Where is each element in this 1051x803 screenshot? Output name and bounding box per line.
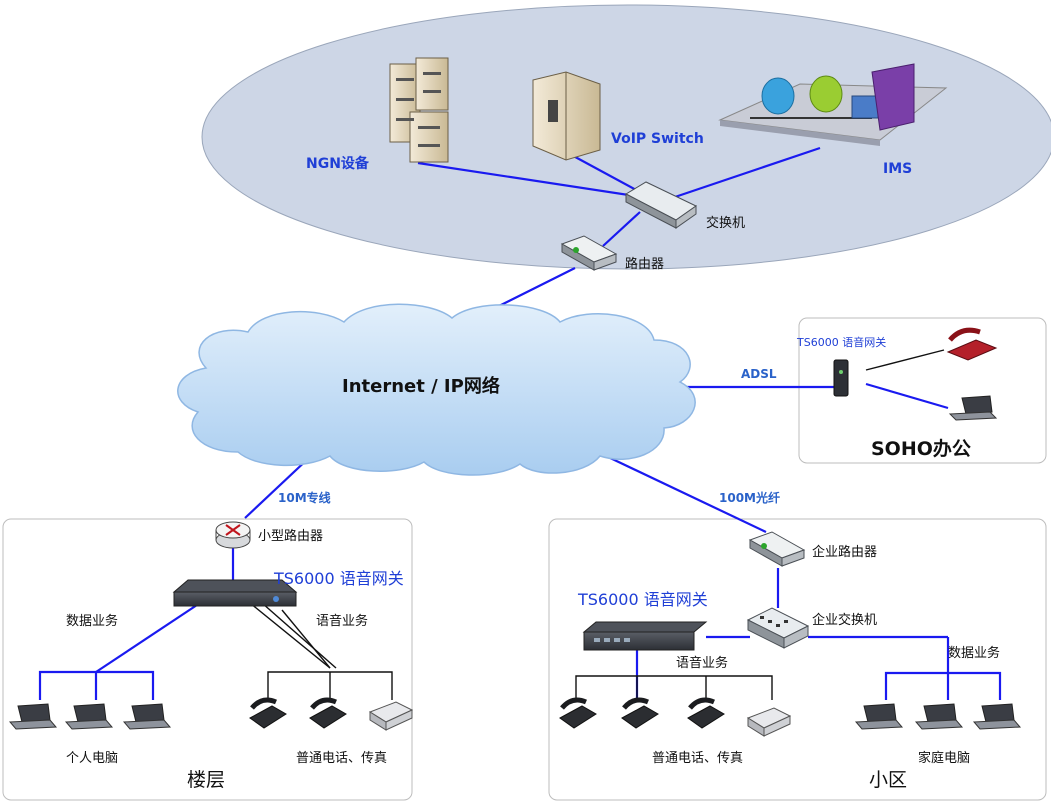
community-laptop-icon-2 — [914, 703, 964, 730]
soho-gateway-label: TS6000 语音网关 — [797, 336, 887, 349]
community-gateway-label: TS6000 语音网关 — [578, 590, 708, 609]
community-router-icon — [748, 531, 806, 567]
floor-laptop-icon-1 — [8, 703, 58, 730]
floor-frame — [2, 518, 413, 801]
floor-phone-label: 普通电话、传真 — [296, 751, 388, 766]
community-switch-label: 企业交换机 — [812, 613, 878, 628]
ims-platform-icon — [718, 63, 948, 146]
community-phone-icon-3 — [687, 697, 725, 729]
soho-phone-link — [865, 349, 945, 371]
community-switch-icon — [746, 607, 810, 649]
community-phone-icon-2 — [621, 697, 659, 729]
core-switch-label: 交换机 — [706, 216, 746, 231]
floor-voice-label: 语音业务 — [316, 614, 369, 629]
ims-db-green-icon — [809, 75, 843, 113]
community-phone-bus — [575, 675, 773, 700]
floor-voice-link-c — [281, 609, 331, 669]
internet-cloud — [177, 303, 696, 476]
cloud-label: Internet / IP网络 — [342, 376, 500, 397]
community-fax-icon — [746, 707, 792, 737]
floor-pc-label: 个人电脑 — [66, 751, 119, 766]
ims-monitor-icon — [851, 95, 879, 119]
community-pc-label: 家庭电脑 — [918, 751, 971, 766]
floor-data-label: 数据业务 — [66, 614, 119, 629]
floor-voice-link-b — [261, 602, 337, 669]
link-switch-router — [602, 211, 641, 247]
floor-link-label: 10M专线 — [278, 491, 331, 505]
link-cloud-community — [605, 455, 767, 533]
adsl-label: ADSL — [741, 367, 777, 381]
community-gateway-icon — [582, 621, 708, 651]
ngn-server-icon — [389, 57, 449, 163]
black-links — [249, 349, 945, 700]
link-ims-switch — [671, 146, 821, 200]
community-laptop-icon-1 — [854, 703, 904, 730]
floor-fax-icon — [368, 701, 414, 731]
soho-title: SOHO办公 — [871, 438, 971, 460]
floor-gateway-label: TS6000 语音网关 — [274, 569, 404, 588]
ims-tower-icon — [871, 63, 915, 131]
community-data-label: 数据业务 — [948, 646, 1001, 661]
soho-phone-icon — [946, 327, 998, 361]
soho-frame — [798, 317, 1047, 464]
voip-switch-label: VoIP Switch — [611, 131, 704, 147]
community-frame — [548, 518, 1047, 801]
soho-gateway-icon — [833, 359, 849, 397]
ims-db-blue-icon — [761, 77, 795, 115]
floor-router-icon — [215, 521, 251, 549]
core-router-icon — [560, 235, 618, 271]
community-phone-label: 普通电话、传真 — [652, 751, 744, 766]
floor-laptop-icon-3 — [122, 703, 172, 730]
link-ngn-switch — [417, 161, 643, 199]
ngn-label: NGN设备 — [306, 156, 369, 172]
soho-laptop-icon — [948, 395, 998, 421]
floor-gateway-icon — [172, 579, 298, 607]
community-title: 小区 — [869, 769, 908, 791]
link-soho-pc — [865, 382, 949, 410]
voip-server-icon — [532, 71, 601, 161]
community-router-label: 企业路由器 — [812, 545, 878, 560]
community-laptop-icon-3 — [972, 703, 1022, 730]
floor-title: 楼层 — [187, 769, 226, 791]
core-router-label: 路由器 — [625, 257, 665, 272]
floor-router-label: 小型路由器 — [258, 529, 324, 544]
floor-laptop-icon-2 — [64, 703, 114, 730]
floor-phone-icon-1 — [249, 697, 287, 729]
link-floor-gw-data — [95, 602, 201, 673]
link-voip-switch — [565, 151, 641, 193]
community-phone-icon-1 — [559, 697, 597, 729]
community-pc-bus — [884, 671, 1002, 700]
community-link-label: 100M光纤 — [719, 491, 780, 505]
floor-voice-link-a — [249, 602, 331, 669]
floor-phone-icon-2 — [309, 697, 347, 729]
community-voice-label: 语音业务 — [676, 656, 729, 671]
core-switch-icon — [624, 181, 697, 229]
ims-label: IMS — [883, 161, 913, 177]
